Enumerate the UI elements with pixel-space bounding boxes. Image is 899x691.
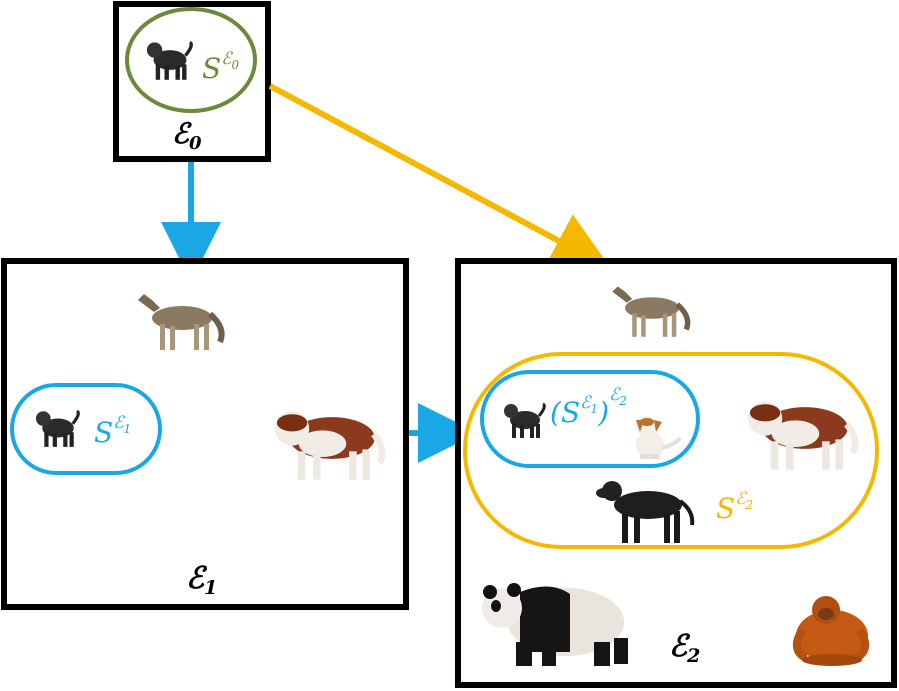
env0-label: ℰ0: [172, 117, 202, 154]
env2-outer-set-label: Sℰ2: [716, 489, 753, 525]
arrow-env0-to-env2: [268, 83, 612, 270]
env1-set-oval: [10, 383, 162, 475]
env2-terrier-image: [636, 416, 682, 459]
env1-set-label: Sℰ1: [94, 413, 131, 449]
env2-label: ℰ2: [669, 629, 700, 667]
env2-orangutan-image: [792, 596, 870, 666]
env0-set-label: Sℰ0: [202, 49, 239, 85]
env2-labrador-image: [596, 481, 695, 543]
env0-set-oval: [125, 7, 257, 113]
env2-outer-set-oval: [463, 352, 879, 549]
env2-inner-set-oval: [480, 370, 700, 468]
env2-panda-image: [482, 583, 628, 666]
env2-inner-set-label: (Sℰ1)ℰ2: [550, 385, 627, 429]
env1-label: ℰ1: [186, 561, 217, 599]
